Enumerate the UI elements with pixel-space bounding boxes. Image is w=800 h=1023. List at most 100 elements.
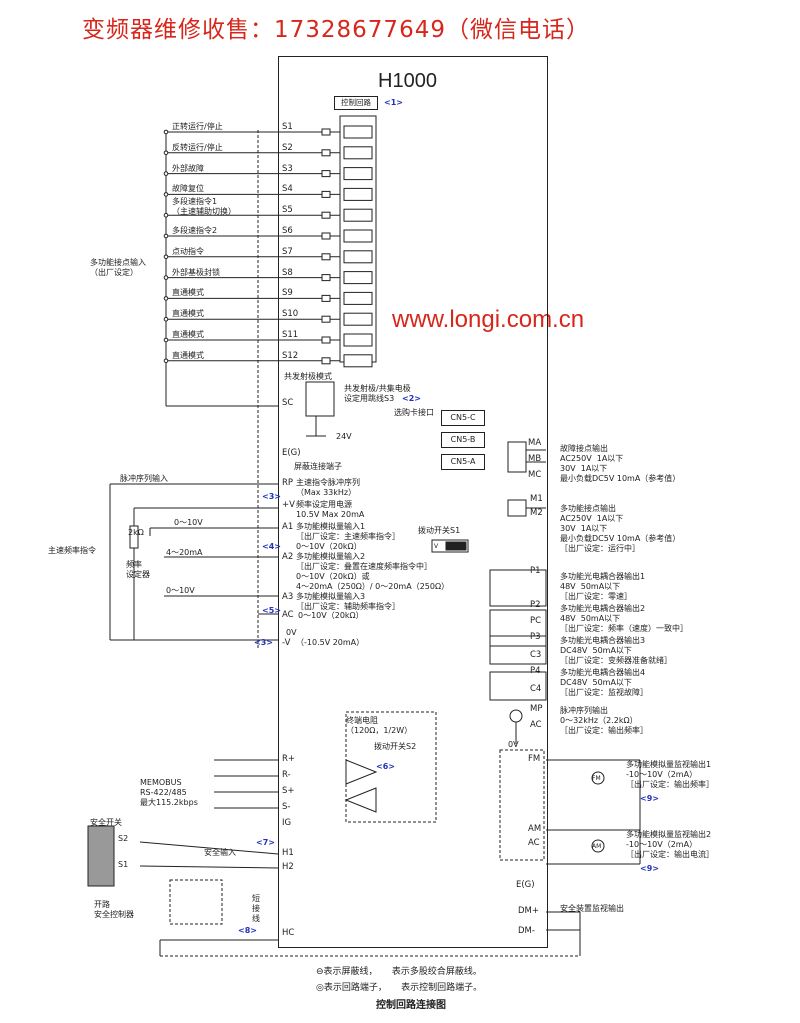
terminal-hc: HC bbox=[282, 928, 295, 938]
terminal-s9: S9 bbox=[282, 288, 293, 299]
photocoupler-s5 bbox=[343, 208, 373, 222]
inverter-outline bbox=[278, 56, 548, 948]
input-resistor-s10 bbox=[321, 315, 331, 323]
switch-contact-s10 bbox=[163, 316, 169, 322]
input-resistor-s7 bbox=[321, 253, 331, 261]
terminal-p3: P3 bbox=[530, 632, 541, 642]
a1-description: 多功能模拟量输入1 ［出厂设定：主速频率指令］ 0～10V（20kΩ） bbox=[296, 522, 400, 551]
input-label-s6: 多段速指令2 bbox=[172, 226, 218, 235]
terminal-rp: RP bbox=[282, 478, 294, 488]
terminal-s5: S5 bbox=[282, 205, 293, 216]
minus-v-description: （-10.5V 20mA） bbox=[296, 638, 365, 647]
multi-output-description: 多功能接点输出 AC250V 1A以下 30V 1A以下 最小负载DC5V 10… bbox=[560, 504, 681, 553]
note-ref-9a: <9> bbox=[640, 794, 659, 803]
note-ref-4: <4> bbox=[262, 542, 281, 551]
freq-setter-label: 频率 设定器 bbox=[126, 560, 150, 579]
shield-terminal-label: 屏蔽连接端子 bbox=[294, 462, 342, 471]
input-label-s8: 外部基极封锁 bbox=[172, 267, 220, 277]
photocoupler-s4 bbox=[343, 187, 373, 201]
terminal-mc: MC bbox=[528, 470, 542, 480]
zero-v-pulse: 0V bbox=[508, 740, 519, 749]
input-resistor-s5 bbox=[321, 211, 331, 219]
input-label-s4: 故障复位 bbox=[172, 184, 204, 194]
switch-contact-s3 bbox=[163, 171, 169, 176]
input-resistor-s6 bbox=[321, 232, 331, 240]
terminal-ma: MA bbox=[528, 438, 542, 448]
terminal-a2: A2 bbox=[282, 552, 294, 562]
switch-contact-s6 bbox=[163, 233, 169, 239]
safety-input-label: 安全输入 bbox=[204, 848, 236, 857]
terminal-s10: S10 bbox=[282, 309, 299, 320]
advertisement-banner: 变频器维修收售：17328677649（微信电话） bbox=[82, 17, 590, 43]
terminal-ac: AC bbox=[282, 610, 294, 620]
safety-monitor-label: 安全装置监视输出 bbox=[560, 904, 624, 913]
terminal-minus-v: -V bbox=[282, 638, 291, 648]
input-label-s12: 直通模式 bbox=[172, 350, 204, 360]
input-label-s7: 点动指令 bbox=[172, 246, 204, 256]
note-ref-3b: <3> bbox=[254, 638, 273, 647]
range-a1: 0～10V bbox=[174, 518, 203, 527]
terminal-s3: S3 bbox=[282, 163, 293, 174]
photocoupler-s2 bbox=[343, 146, 373, 160]
photo-output-1: 多功能光电耦合器输出1 48V 50mA以下 ［出厂设定：零速］ bbox=[560, 572, 646, 601]
terminal-r-minus: R- bbox=[282, 770, 291, 780]
short-wire-label: 短 接 线 bbox=[252, 894, 260, 923]
terminal-s1: S1 bbox=[282, 122, 293, 132]
rp-description: 主速指令脉冲序列 （Max 33kHz） bbox=[296, 478, 360, 497]
input-label-s3: 外部故障 bbox=[172, 163, 204, 173]
terminal-s11: S11 bbox=[282, 330, 299, 340]
terminal-r-plus: R+ bbox=[282, 754, 296, 764]
terminal-mb: MB bbox=[528, 454, 542, 464]
switch-contact-s4 bbox=[163, 192, 169, 197]
jumper-s3-label: 共发射极/共集电极 设定用跳线S3 bbox=[344, 384, 411, 403]
legend-line-2: 表示回路端子， 表示控制回路端子。 bbox=[323, 983, 483, 993]
zero-v-label: 0V bbox=[286, 628, 297, 637]
open-safety-controller: 开路 安全控制器 bbox=[94, 900, 134, 919]
switch-contact-s1 bbox=[163, 129, 169, 135]
terminal-c4: C4 bbox=[530, 684, 542, 694]
terminal-s12: S12 bbox=[282, 350, 299, 361]
input-resistor-s9 bbox=[321, 294, 331, 302]
input-resistor-s8 bbox=[321, 274, 331, 282]
photo-output-3: 多功能光电耦合器输出3 DC48V 50mA以下 ［出厂设定：变频器准备就绪］ bbox=[560, 636, 672, 665]
switch-contact-s7 bbox=[163, 254, 169, 260]
dc24v-label: 24V bbox=[336, 432, 352, 441]
terminal-p4: P4 bbox=[530, 666, 541, 676]
input-label-s5: 多段速指令1 （主速辅助切换） bbox=[172, 197, 236, 217]
safety-switch-label: 安全开关 bbox=[90, 818, 122, 827]
photocoupler-s6 bbox=[343, 229, 373, 243]
terminal-c3: C3 bbox=[530, 650, 542, 660]
terminal-s6: S6 bbox=[282, 226, 293, 236]
control-circuit-label: 控制回路 bbox=[334, 96, 378, 110]
model-title: H1000 bbox=[378, 70, 437, 92]
photocoupler-s1 bbox=[343, 125, 373, 139]
pulse-input-label: 脉冲序列输入 bbox=[120, 474, 168, 483]
terminal-plus-v: +V bbox=[282, 500, 295, 510]
note-ref-5: <5> bbox=[262, 606, 281, 615]
photocoupler-s8 bbox=[343, 271, 373, 285]
terminal-s2: S2 bbox=[282, 142, 293, 153]
terminal-h1: H1 bbox=[282, 848, 294, 858]
terminal-a1: A1 bbox=[282, 522, 294, 532]
input-label-s11: 直通模式 bbox=[172, 330, 204, 339]
fault-output-description: 故障接点输出 AC250V 1A以下 30V 1A以下 最小负载DC5V 10m… bbox=[560, 444, 681, 483]
note-ref-2: <2> bbox=[402, 394, 421, 403]
terminal-ac-pulse: AC bbox=[530, 720, 542, 730]
terminal-s4: S4 bbox=[282, 184, 293, 195]
input-label-s2: 反转运行/停止 bbox=[172, 142, 223, 152]
switch-contact-s12 bbox=[163, 358, 169, 364]
terminal-pc: PC bbox=[530, 616, 542, 626]
photocoupler-s11 bbox=[343, 333, 373, 347]
diagram-caption: 控制回路连接图 bbox=[376, 1000, 446, 1011]
terminator-label: 终端电阻 （120Ω，1/2W） bbox=[346, 716, 413, 735]
terminal-mp: MP bbox=[530, 704, 543, 714]
legend-terminals: ◎表示回路端子， 表示控制回路端子。 bbox=[316, 980, 482, 993]
main-freq-label: 主速频率指令 bbox=[48, 546, 96, 555]
terminal-ig: IG bbox=[282, 818, 292, 828]
terminal-eg-right: E(G) bbox=[516, 880, 535, 890]
plus-v-description: 频率设定用电源 10.5V Max 20mA bbox=[296, 500, 365, 519]
photocoupler-s12 bbox=[343, 354, 373, 368]
legend-line-1: 表示屏蔽线， 表示多股绞合屏蔽线。 bbox=[323, 967, 482, 977]
analog-output-1: 多功能模拟量监视输出1 -10～10V（2mA） ［出厂设定：输出频率］ bbox=[626, 760, 714, 789]
